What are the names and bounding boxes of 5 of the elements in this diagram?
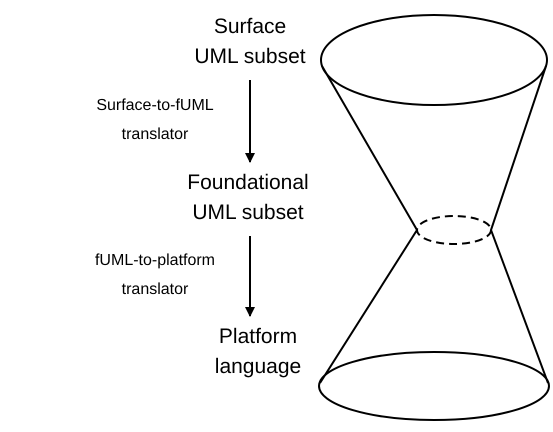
- arrow: [245, 236, 255, 317]
- node-label: Foundational UML subset: [168, 168, 328, 228]
- arrow: [245, 80, 255, 163]
- node-label: Surface UML subset: [190, 12, 310, 72]
- node-label: Platform language: [203, 322, 313, 382]
